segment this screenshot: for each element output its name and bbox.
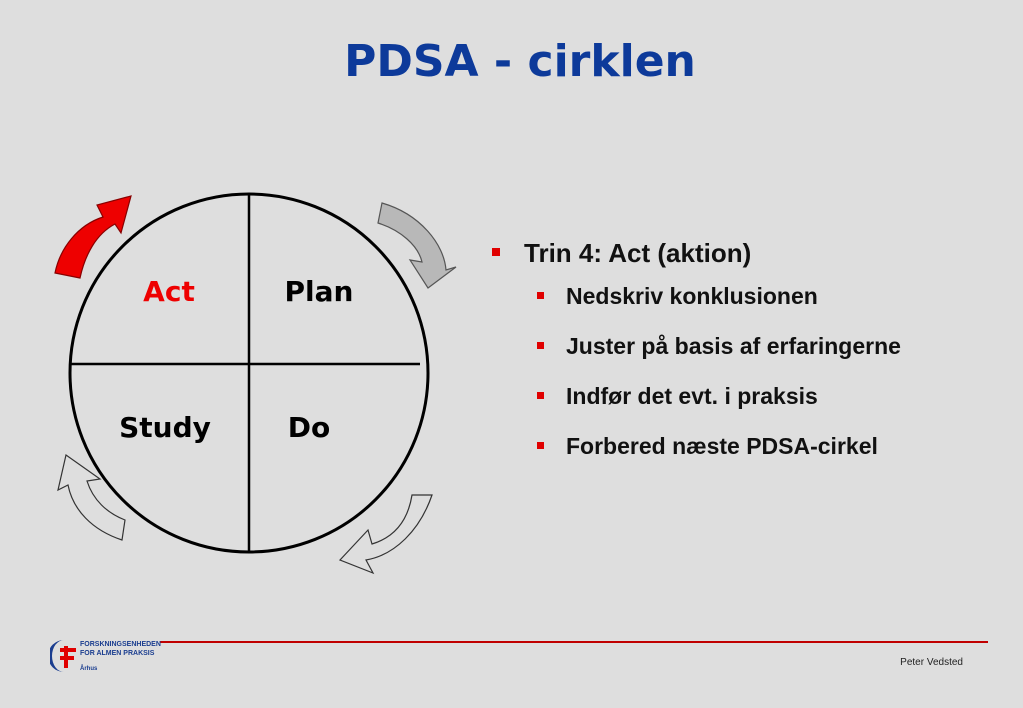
author-name: Peter Vedsted	[900, 657, 963, 668]
quadrant-plan-label: Plan	[285, 275, 354, 308]
arrow-act-to-plan-icon	[54, 195, 132, 279]
quadrant-do-label: Do	[288, 411, 330, 444]
main-bullet-text: Trin 4: Act (aktion)	[524, 238, 752, 268]
sub-bullet-list: Nedskriv konklusionen Juster på basis af…	[524, 282, 1010, 460]
sub-bullet-item: Forbered næste PDSA-cirkel	[524, 432, 1010, 460]
arrow-study-to-act-icon	[57, 453, 126, 541]
logo-line-2: FOR ALMEN PRAKSIS	[80, 650, 155, 657]
logo-line-1: FORSKNINGSENHEDEN	[80, 641, 161, 648]
arrow-plan-to-do-icon	[377, 202, 457, 289]
sub-bullet-item: Juster på basis af erfaringerne	[524, 332, 1010, 360]
slide-title: PDSA - cirklen	[344, 36, 696, 87]
arrow-do-to-study-icon	[338, 494, 433, 575]
sub-bullet-item: Indfør det evt. i praksis	[524, 382, 1010, 410]
main-bullet: Trin 4: Act (aktion) Nedskriv konklusion…	[490, 236, 1010, 460]
sub-bullet-item: Nedskriv konklusionen	[524, 282, 1010, 310]
quadrant-study-label: Study	[119, 411, 211, 444]
bullet-list: Trin 4: Act (aktion) Nedskriv konklusion…	[490, 236, 1010, 482]
logo-city: Århus	[80, 666, 98, 672]
quadrant-act-label: Act	[143, 275, 195, 308]
footer-divider	[160, 641, 988, 643]
logo-emblem-icon	[50, 640, 76, 672]
pdsa-cycle-diagram: Act Plan Study Do	[54, 192, 457, 575]
institution-logo: FORSKNINGSENHEDEN FOR ALMEN PRAKSIS Århu…	[50, 636, 170, 678]
